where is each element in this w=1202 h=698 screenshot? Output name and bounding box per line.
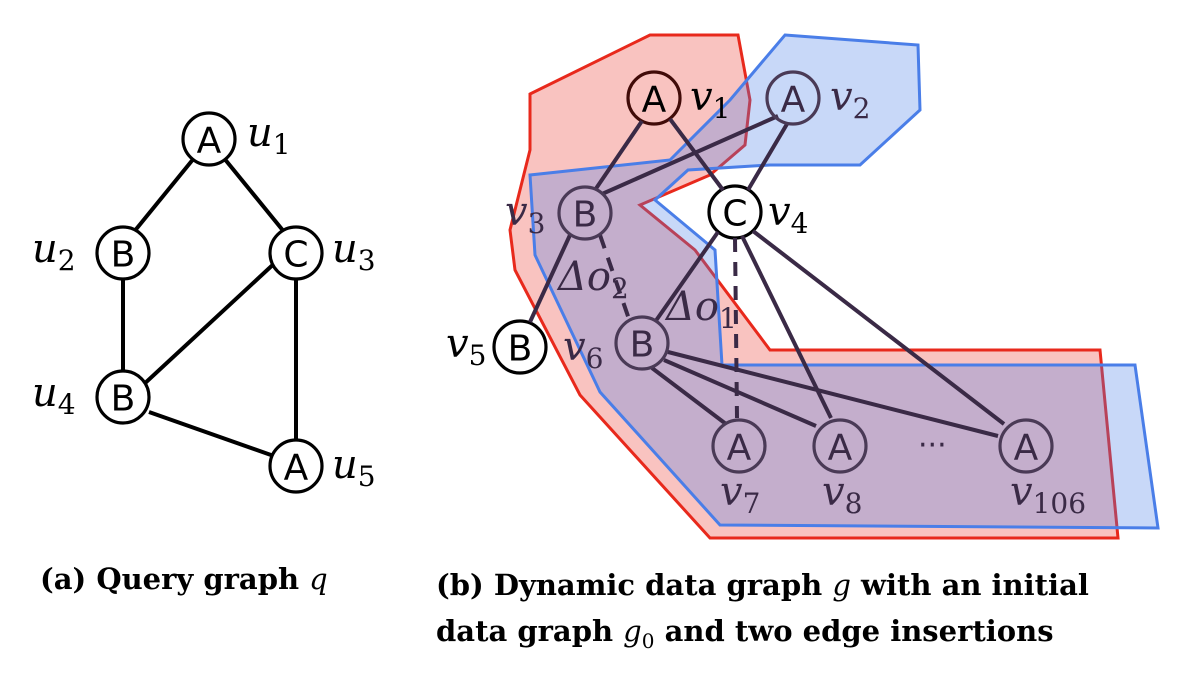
caption-b-line2: data graph g0 and two edge insertions: [436, 614, 1054, 653]
data-node-v7-name: v7: [720, 469, 760, 520]
data-node-v1: [626, 70, 682, 126]
query-edges: [121, 150, 298, 457]
query-node-u3: C u3: [268, 225, 376, 281]
query-node-u1-circle: [181, 111, 237, 167]
data-node-v106-name: v106: [1010, 469, 1086, 520]
query-node-u2-label: B: [111, 235, 136, 276]
query-node-u2-name: u2: [32, 226, 76, 277]
query-node-u3-circle: [268, 225, 324, 281]
delta-o2-label: Δo2: [556, 254, 629, 305]
ellipsis: ···: [918, 428, 947, 463]
data-node-v5-circle: [492, 319, 548, 375]
data-edge-v3-v5: [528, 234, 572, 323]
data-node-v8: A v8: [812, 418, 868, 520]
caption-b-line1: (b) Dynamic data graph g with an initial: [436, 568, 1089, 602]
data-node-v3-label: B: [573, 195, 598, 236]
query-node-u1: A u1: [181, 110, 291, 167]
data-node-v2: A v2: [765, 70, 870, 126]
data-node-v6-name: v6: [563, 324, 603, 375]
data-node-v8-label: A: [828, 428, 853, 469]
data-edge-v4-v106: [751, 229, 1006, 426]
data-edge-v6-v8: [663, 358, 817, 428]
query-edge-u1-u2: [131, 150, 201, 235]
data-node-v3-name: v3: [505, 189, 545, 240]
delta-o1-label: Δo1: [664, 284, 737, 335]
data-edges: [528, 114, 1006, 438]
data-graph: A v1 C v4 B v5 A v2 B v3 B v6 A v7 A: [446, 33, 1160, 540]
data-node-v6: B v6: [563, 315, 670, 375]
data-node-v8-name: v8: [822, 469, 862, 520]
data-node-v106-circle: [998, 418, 1054, 474]
query-node-u4-label: B: [111, 379, 136, 420]
data-edge-v6-v106: [667, 350, 999, 438]
data-node-v2-name: v2: [830, 74, 870, 125]
data-edge-v1-v4: [668, 117, 725, 192]
data-edge-v1-v3: [593, 119, 644, 192]
data-node-v3: B v3: [505, 185, 613, 241]
data-node-v4-label: C: [722, 194, 747, 235]
query-node-u3-name: u3: [332, 226, 376, 277]
query-node-u5-name: u5: [332, 442, 376, 493]
caption-b: (b) Dynamic data graph g with an initial…: [436, 562, 1089, 664]
data-edge-v6-v7: [650, 366, 728, 426]
query-node-u2: B u2: [32, 225, 151, 281]
data-node-v5: [492, 319, 548, 375]
data-node-v7-circle: [711, 418, 767, 474]
inserted-edge-v3-v6: [598, 234, 632, 323]
query-edge-u3-u4: [141, 258, 280, 387]
inserted-edge-v4-v7: [733, 237, 739, 419]
query-node-u4: B u4: [32, 369, 151, 425]
data-node-v2-label: A: [781, 80, 806, 121]
query-node-u5-circle: [268, 438, 324, 494]
query-node-u2-circle: [95, 225, 151, 281]
query-node-u5: A u5: [268, 438, 376, 494]
data-edge-v2-v3: [601, 114, 779, 196]
data-node-v5-label: B: [508, 329, 533, 370]
query-node-u1-name: u1: [247, 110, 291, 161]
caption-a: (a) Query graph q: [40, 562, 328, 596]
query-edge-u4-u5: [148, 410, 272, 457]
data-edge-v4-v6: [653, 230, 720, 324]
data-node-v1-label: A: [642, 80, 667, 121]
data-node-v4-name: v4: [768, 189, 808, 240]
data-node-v3-circle: [557, 185, 613, 241]
query-edge-u1-u3: [217, 150, 287, 235]
query-node-u1-label: A: [197, 121, 222, 162]
query-node-u4-name: u4: [32, 370, 76, 421]
data-node-v6-label: B: [630, 325, 655, 366]
data-node-v7-label: A: [727, 428, 752, 469]
data-node-v106: A v106: [998, 418, 1086, 520]
data-node-v1-name: v1: [690, 74, 730, 125]
query-node-u3-label: C: [283, 235, 308, 276]
data-node-v5-name: v5: [446, 321, 486, 372]
data-edge-v2-v4: [746, 122, 789, 192]
query-node-u5-label: A: [284, 448, 309, 489]
data-node-v2-circle: [765, 70, 821, 126]
data-node-v106-label: A: [1014, 428, 1039, 469]
data-node-v7: A v7: [711, 418, 767, 520]
data-node-v6-circle: [614, 315, 670, 371]
query-node-u4-circle: [95, 369, 151, 425]
query-graph: A u1 B u2 C u3 B u4 A u5: [32, 110, 376, 494]
data-node-v1-circle: [626, 70, 682, 126]
data-node-v8-circle: [812, 418, 868, 474]
